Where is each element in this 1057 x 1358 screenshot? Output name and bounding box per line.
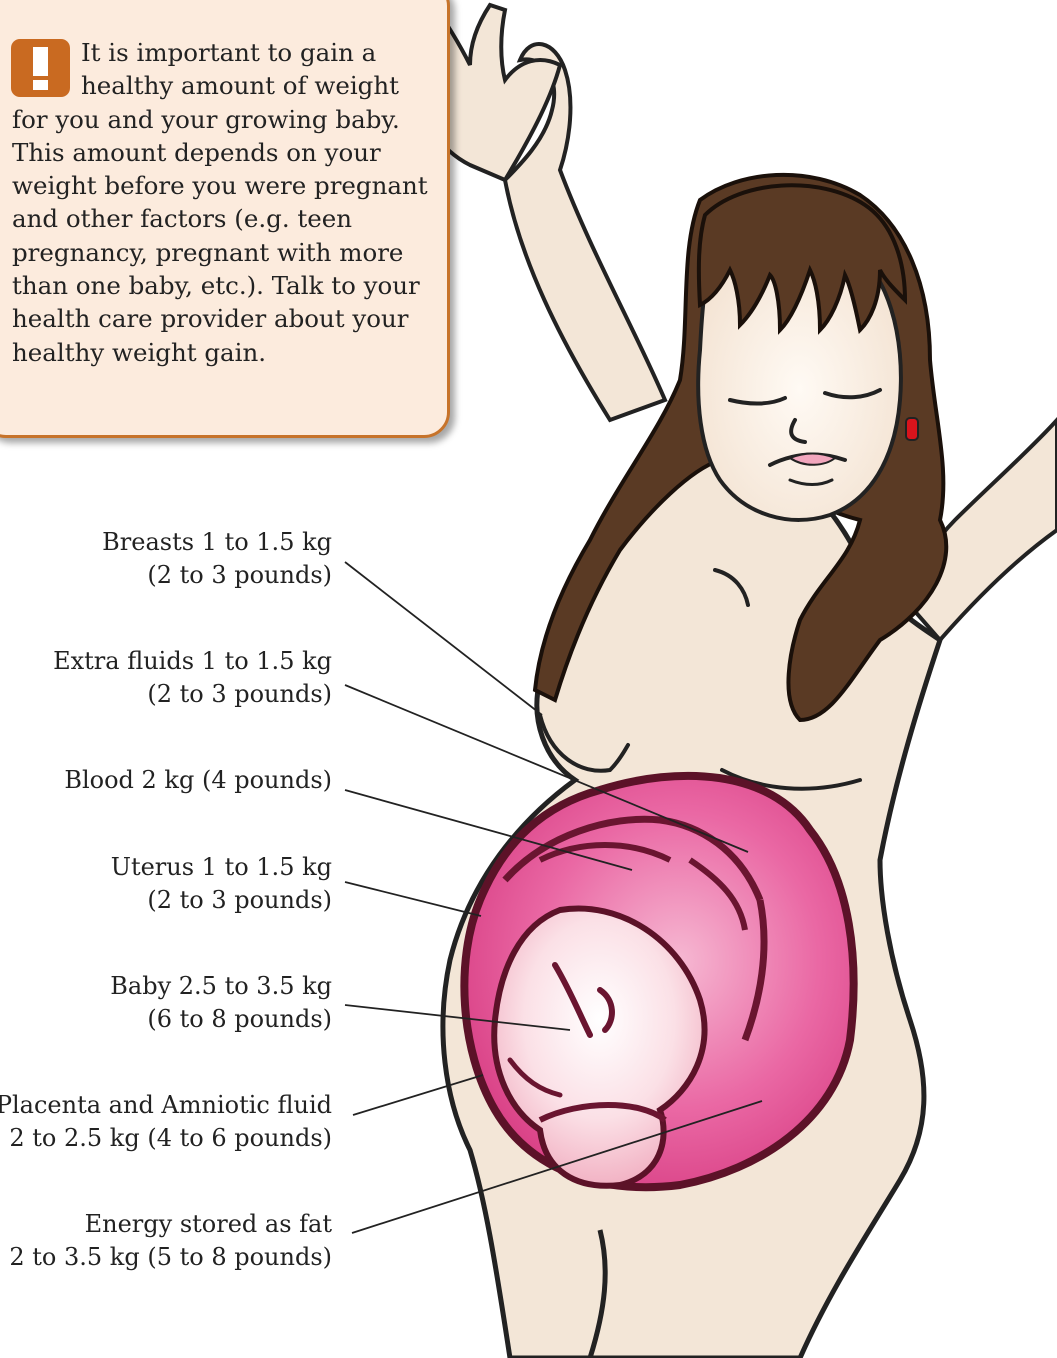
note-text: It is important to gain a healthy amount… bbox=[12, 36, 432, 369]
label-energy-stored-as-fat: Energy stored as fat2 to 3.5 kg (5 to 8 … bbox=[9, 1208, 332, 1274]
label-baby: Baby 2.5 to 3.5 kg(6 to 8 pounds) bbox=[110, 970, 332, 1036]
label-placenta-amniotic-fluid: Placenta and Amniotic fluid2 to 2.5 kg (… bbox=[0, 1089, 332, 1155]
label-blood: Blood 2 kg (4 pounds) bbox=[64, 764, 332, 797]
earring bbox=[906, 418, 918, 440]
label-uterus: Uterus 1 to 1.5 kg(2 to 3 pounds) bbox=[111, 851, 332, 917]
label-breasts: Breasts 1 to 1.5 kg(2 to 3 pounds) bbox=[102, 526, 332, 592]
label-extra-fluids: Extra fluids 1 to 1.5 kg(2 to 3 pounds) bbox=[53, 645, 332, 711]
